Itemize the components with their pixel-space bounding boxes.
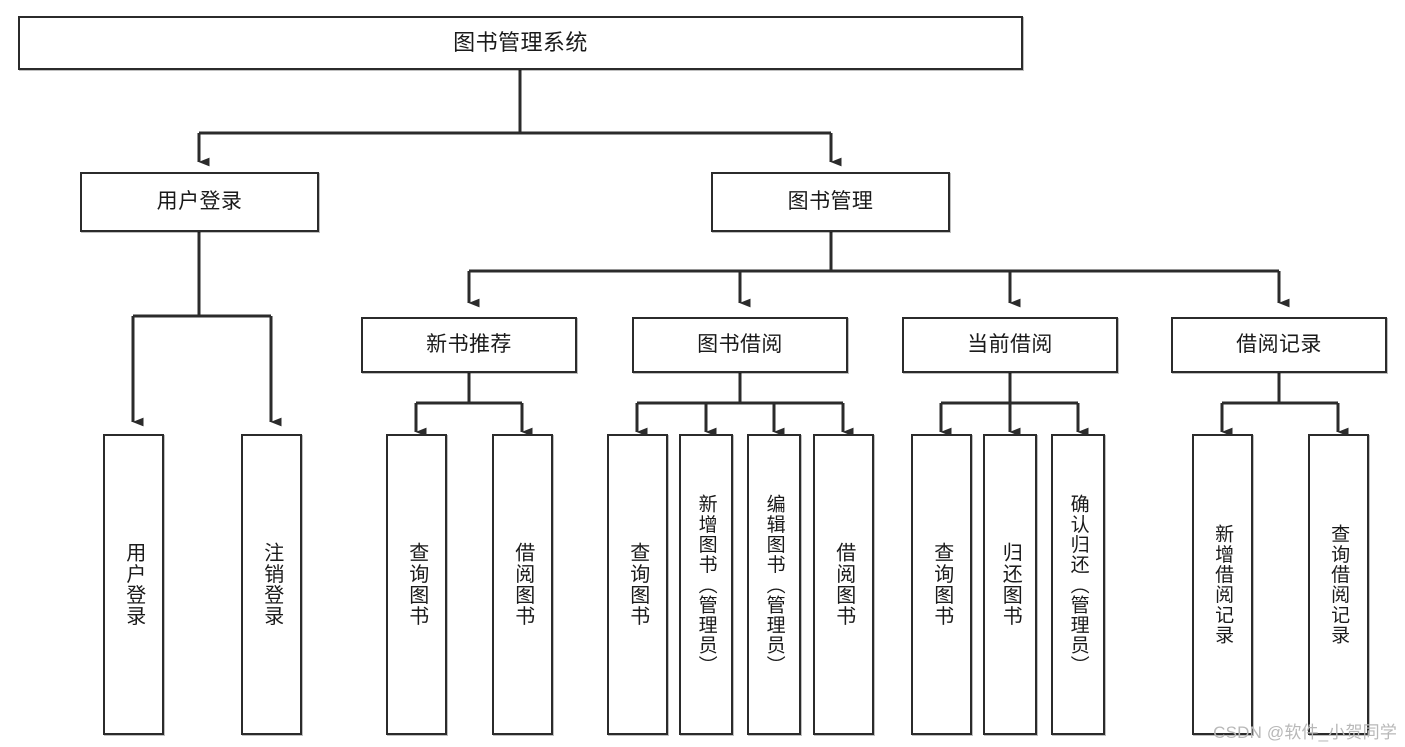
- node-root-system[interactable]: 图书管理系统: [18, 16, 1023, 70]
- leaf-borrow-book-recommend[interactable]: 借阅图书: [492, 434, 553, 735]
- node-borrow-record[interactable]: 借阅记录: [1171, 317, 1387, 373]
- node-label: 新书推荐: [426, 332, 512, 356]
- leaf-query-book-borrow[interactable]: 查询图书: [607, 434, 668, 735]
- node-new-book-recommend[interactable]: 新书推荐: [361, 317, 577, 373]
- node-label: 查询图书: [405, 542, 428, 627]
- node-book-borrow[interactable]: 图书借阅: [632, 317, 848, 373]
- node-label: 查询借阅记录: [1328, 524, 1350, 645]
- node-label: 编辑图书（管理员）: [763, 493, 785, 676]
- node-label: 借阅图书: [832, 542, 855, 627]
- node-book-management[interactable]: 图书管理: [711, 172, 950, 232]
- node-current-borrow[interactable]: 当前借阅: [902, 317, 1118, 373]
- node-label: 确认归还（管理员）: [1067, 493, 1089, 676]
- node-label: 图书管理系统: [453, 30, 588, 56]
- node-label: 借阅记录: [1236, 332, 1322, 356]
- leaf-query-book-recommend[interactable]: 查询图书: [386, 434, 447, 735]
- node-label: 用户登录: [156, 189, 243, 213]
- node-label: 借阅图书: [511, 542, 534, 627]
- leaf-add-book-admin[interactable]: 新增图书（管理员）: [679, 434, 733, 735]
- node-label: 图书借阅: [697, 332, 783, 356]
- leaf-return-book[interactable]: 归还图书: [983, 434, 1037, 735]
- leaf-query-book-current[interactable]: 查询图书: [911, 434, 972, 735]
- node-label: 用户登录: [122, 542, 145, 627]
- node-label: 查询图书: [930, 542, 953, 627]
- node-label: 新增图书（管理员）: [695, 493, 717, 676]
- node-label: 注销登录: [260, 542, 283, 627]
- csdn-watermark: CSDN @软件_小贺同学: [1213, 723, 1397, 742]
- leaf-borrow-book-borrow[interactable]: 借阅图书: [813, 434, 874, 735]
- leaf-add-borrow-record[interactable]: 新增借阅记录: [1192, 434, 1253, 735]
- node-user-login[interactable]: 用户登录: [80, 172, 319, 232]
- leaf-user-login[interactable]: 用户登录: [103, 434, 164, 735]
- leaf-edit-book-admin[interactable]: 编辑图书（管理员）: [747, 434, 801, 735]
- node-label: 当前借阅: [967, 332, 1053, 356]
- leaf-logout[interactable]: 注销登录: [241, 434, 302, 735]
- node-label: 归还图书: [999, 542, 1022, 627]
- leaf-query-borrow-record[interactable]: 查询借阅记录: [1308, 434, 1369, 735]
- node-label: 图书管理: [787, 189, 874, 213]
- leaf-confirm-return-admin[interactable]: 确认归还（管理员）: [1051, 434, 1105, 735]
- node-label: 新增借阅记录: [1212, 524, 1234, 645]
- node-label: 查询图书: [626, 542, 649, 627]
